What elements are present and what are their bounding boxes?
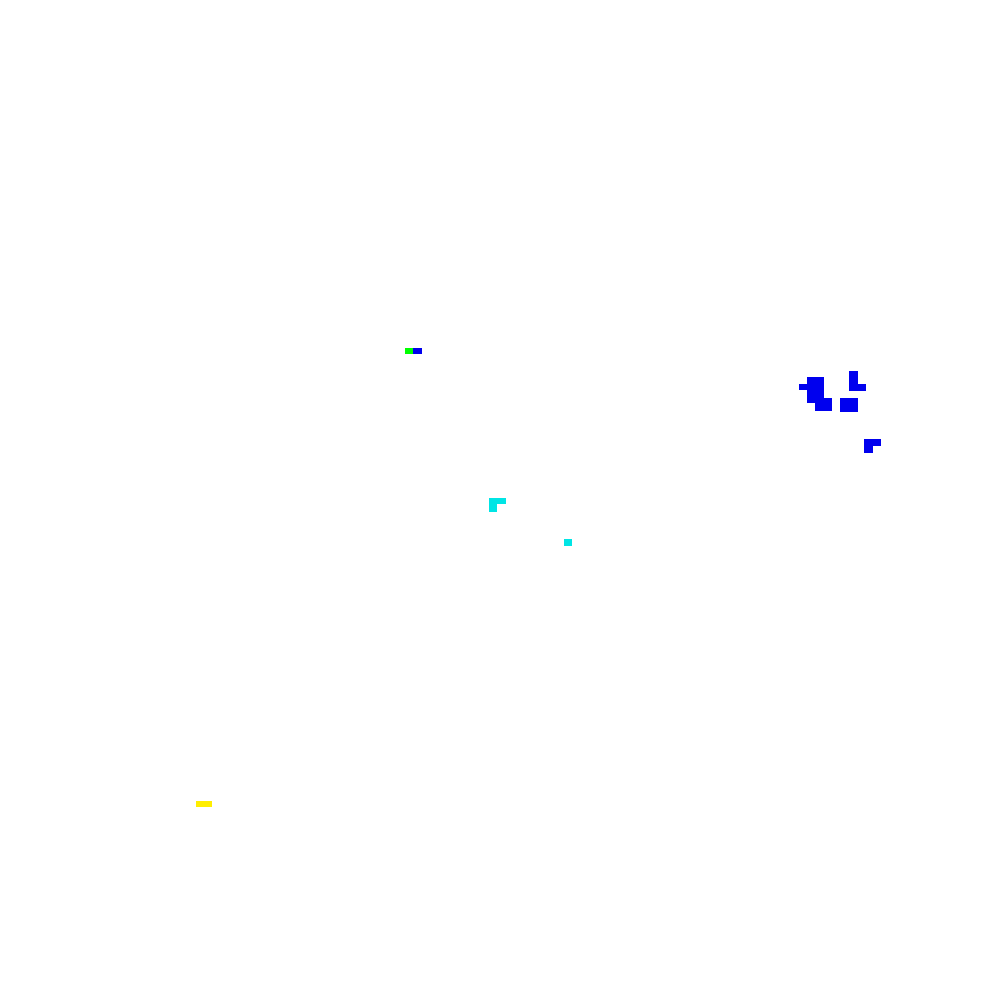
yellow-block <box>196 801 212 807</box>
green-block <box>405 348 413 354</box>
blue-piece-c <box>840 398 858 412</box>
blue-block <box>413 348 422 354</box>
cyan-piece-top <box>489 498 506 504</box>
cyan-piece-bottom <box>489 504 497 512</box>
blue-piece-b-stem <box>849 371 858 391</box>
blue-piece-a-bottom <box>815 398 832 411</box>
blue-piece-a-body <box>807 377 824 403</box>
cyan-block <box>564 539 572 546</box>
blue-piece-a-left <box>799 384 807 390</box>
blue-piece-d-bottom <box>864 446 873 453</box>
blue-piece-d-top <box>864 439 881 446</box>
blue-piece-b-foot <box>857 384 866 391</box>
